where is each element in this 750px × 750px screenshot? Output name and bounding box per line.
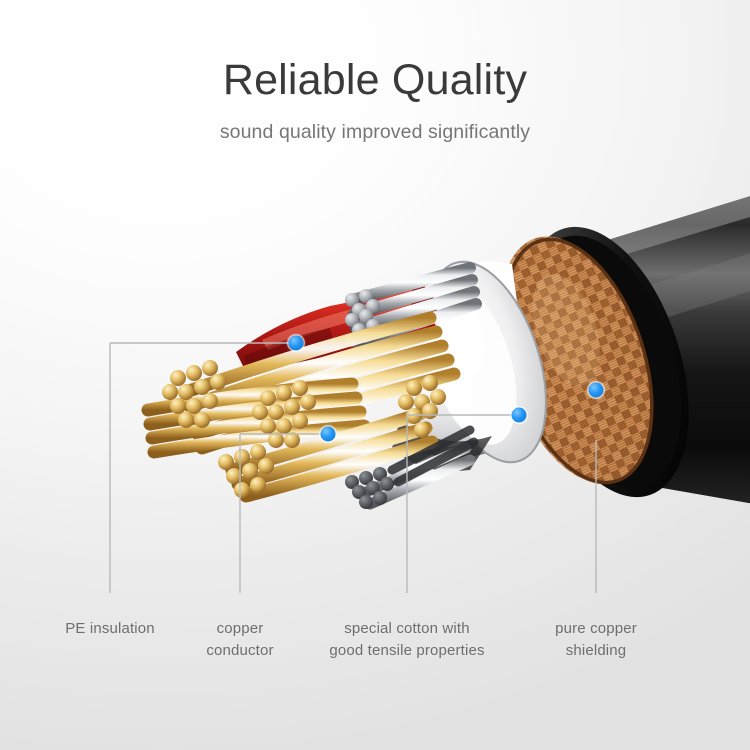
page-subtitle: sound quality improved significantly [219, 120, 531, 143]
silver-strand-bundle-lower [345, 425, 479, 510]
callout-label-pe-insulation: PE insulation [65, 620, 155, 637]
leader-lines [109, 342, 597, 593]
callout-label-copper-conductor: copper conductor [206, 620, 274, 659]
callout-label-special-cotton: special cotton with good tensile propert… [329, 620, 485, 659]
callout-label-copper-shielding: pure copper shielding [555, 620, 637, 659]
page-title: Reliable Quality [222, 56, 528, 104]
copper-conductor-bundle [141, 311, 461, 503]
heading-block: Reliable Quality sound quality improved … [0, 0, 750, 144]
